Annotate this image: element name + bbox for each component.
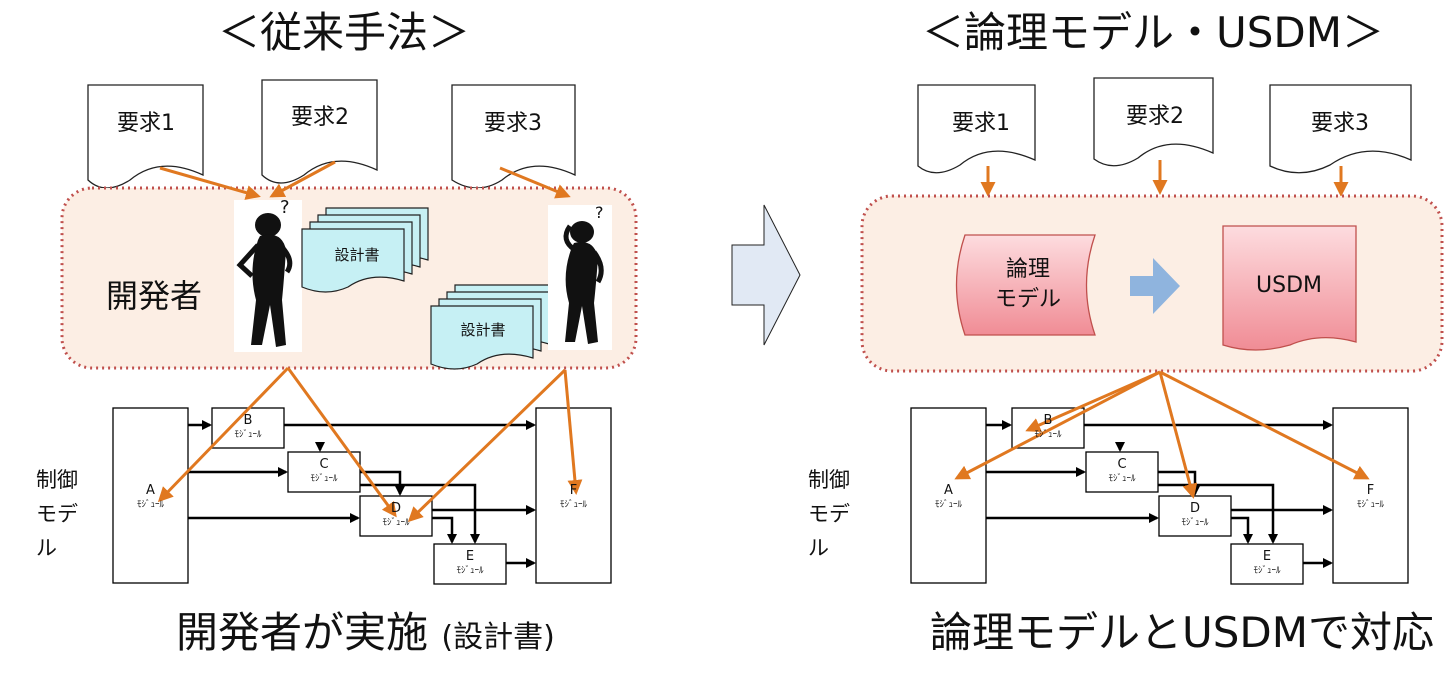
left-req-1-label: 要求1 (117, 111, 175, 136)
left-caption: 開発者が実施 (設計書) (176, 608, 555, 657)
requirement-doc-2 (261, 79, 378, 184)
design-doc-2-label: 設計書 (460, 321, 506, 339)
left-title: ＜従来手法＞ (218, 8, 471, 57)
right-req-2-label: 要求2 (1126, 104, 1184, 129)
design-doc-1-label: 設計書 (334, 246, 380, 264)
module-c-box-r (1085, 451, 1159, 493)
module-e-box-r (1230, 543, 1304, 585)
logic-model-label: 論理 モデル (994, 257, 1061, 312)
developer-label: 開発者 (106, 277, 203, 315)
usdm-doc-shape (1222, 225, 1357, 351)
control-model-right (910, 407, 1409, 585)
svg-text:?: ? (595, 203, 604, 222)
left-req-3-label: 要求3 (484, 111, 542, 136)
logic-to-usdm-arrow (1130, 258, 1180, 314)
thinking-developer-1: ? (234, 197, 302, 352)
right-title: ＜論理モデル・USDM＞ (922, 8, 1384, 57)
svg-text:?: ? (280, 197, 290, 218)
right-req-1-label: 要求1 (952, 111, 1010, 136)
requirement-doc-r2 (1093, 77, 1214, 167)
logic-to-module-arrows (954, 370, 1370, 499)
module-c-box (287, 451, 361, 493)
right-control-model-label: 制御 モデル (808, 468, 850, 560)
left-control-model-label: 制御 モデル (36, 468, 78, 560)
control-links-left (188, 420, 536, 568)
requirement-doc-3 (451, 84, 576, 189)
module-f-box (535, 407, 612, 584)
module-f-box-r (1332, 407, 1409, 584)
design-doc-stack-2 (430, 284, 558, 370)
module-e-box (433, 543, 507, 585)
requirement-doc-1 (87, 84, 204, 189)
usdm-label: USDM (1256, 273, 1322, 298)
right-req-3-label: 要求3 (1311, 111, 1369, 136)
design-doc-stack-1 (301, 207, 429, 293)
thinking-developer-2: ? (548, 203, 612, 350)
requirement-doc-r1 (917, 84, 1036, 174)
module-a-box-r (910, 407, 987, 584)
control-model-left (112, 407, 612, 585)
module-b-box (211, 407, 285, 449)
module-d-box-r (1158, 495, 1232, 537)
transition-arrow (731, 204, 801, 346)
logic-model-shape (955, 234, 1096, 336)
left-req-2-label: 要求2 (291, 105, 349, 130)
right-caption: 論理モデルとUSDMで対応 (930, 608, 1434, 657)
requirement-arrows-right (980, 160, 1349, 197)
module-a-box (112, 407, 189, 584)
requirement-doc-r3 (1269, 84, 1412, 174)
requirement-arrows-left (157, 160, 583, 523)
